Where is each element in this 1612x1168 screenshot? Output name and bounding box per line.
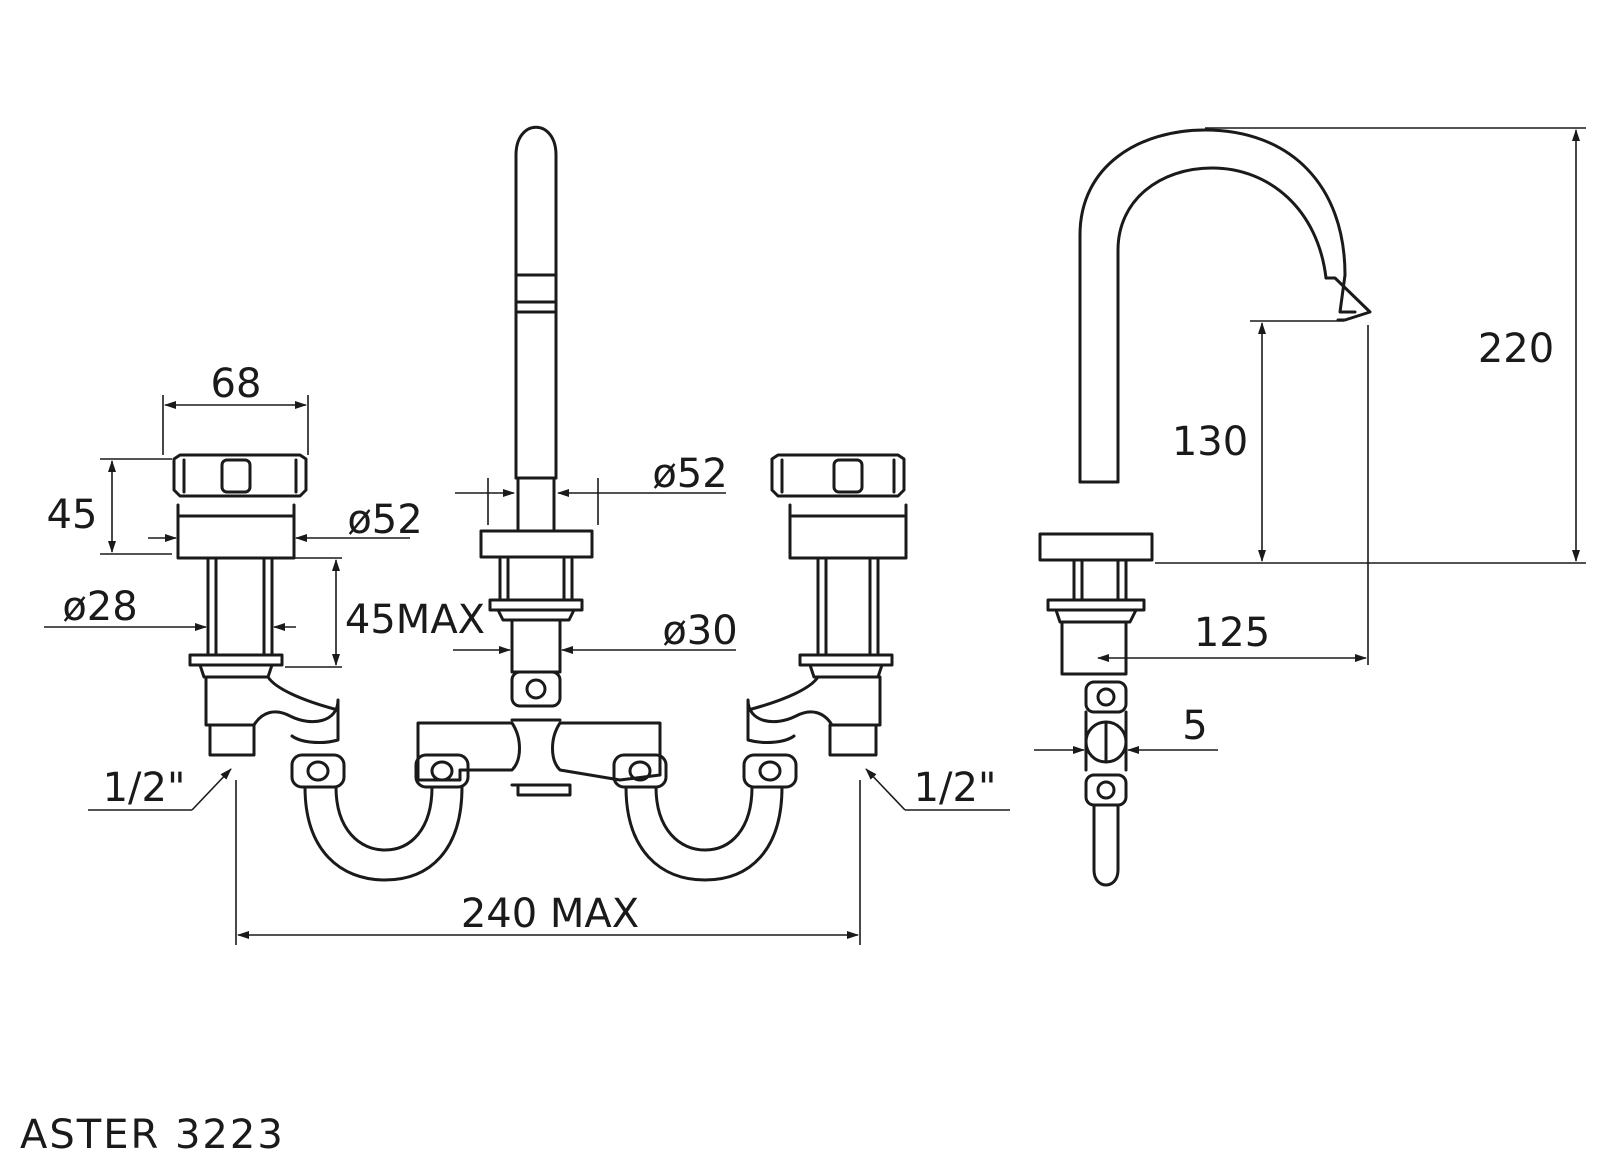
dim-spread-max: 240 MAX bbox=[461, 891, 639, 937]
drawing-title: ASTER 3223 bbox=[20, 1112, 285, 1158]
dim-handle-height: 45 bbox=[47, 492, 98, 538]
left-valve bbox=[172, 453, 340, 757]
dim-spout-shank-dia: ø30 bbox=[662, 608, 737, 654]
side-spout bbox=[1038, 128, 1372, 887]
dim-spout-flange-dia: ø52 bbox=[652, 451, 727, 497]
dim-handle-shank-dia: ø28 bbox=[62, 584, 137, 630]
dim-deck-thickness: 45MAX bbox=[345, 597, 485, 643]
right-valve bbox=[746, 453, 908, 757]
dim-spout-outlet-height: 130 bbox=[1172, 419, 1248, 465]
dim-connector-right: 1/2" bbox=[914, 765, 997, 811]
left-connector-pipe bbox=[290, 753, 470, 882]
dim-handle-flange-dia: ø52 bbox=[347, 497, 422, 543]
dim-handle-width: 68 bbox=[211, 361, 262, 407]
dim-pipe-offset: 5 bbox=[1182, 703, 1207, 749]
dimension-lines bbox=[44, 127, 1586, 945]
dim-spout-total-height: 220 bbox=[1478, 326, 1554, 372]
right-connector-pipe bbox=[612, 753, 798, 882]
dim-connector-left: 1/2" bbox=[103, 765, 186, 811]
dimension-labels: 68 45 ø52 ø28 45MAX ø52 ø30 1/2" 1/2" 24… bbox=[47, 326, 1555, 937]
center-spout bbox=[416, 125, 662, 797]
dim-spout-reach: 125 bbox=[1194, 610, 1270, 656]
